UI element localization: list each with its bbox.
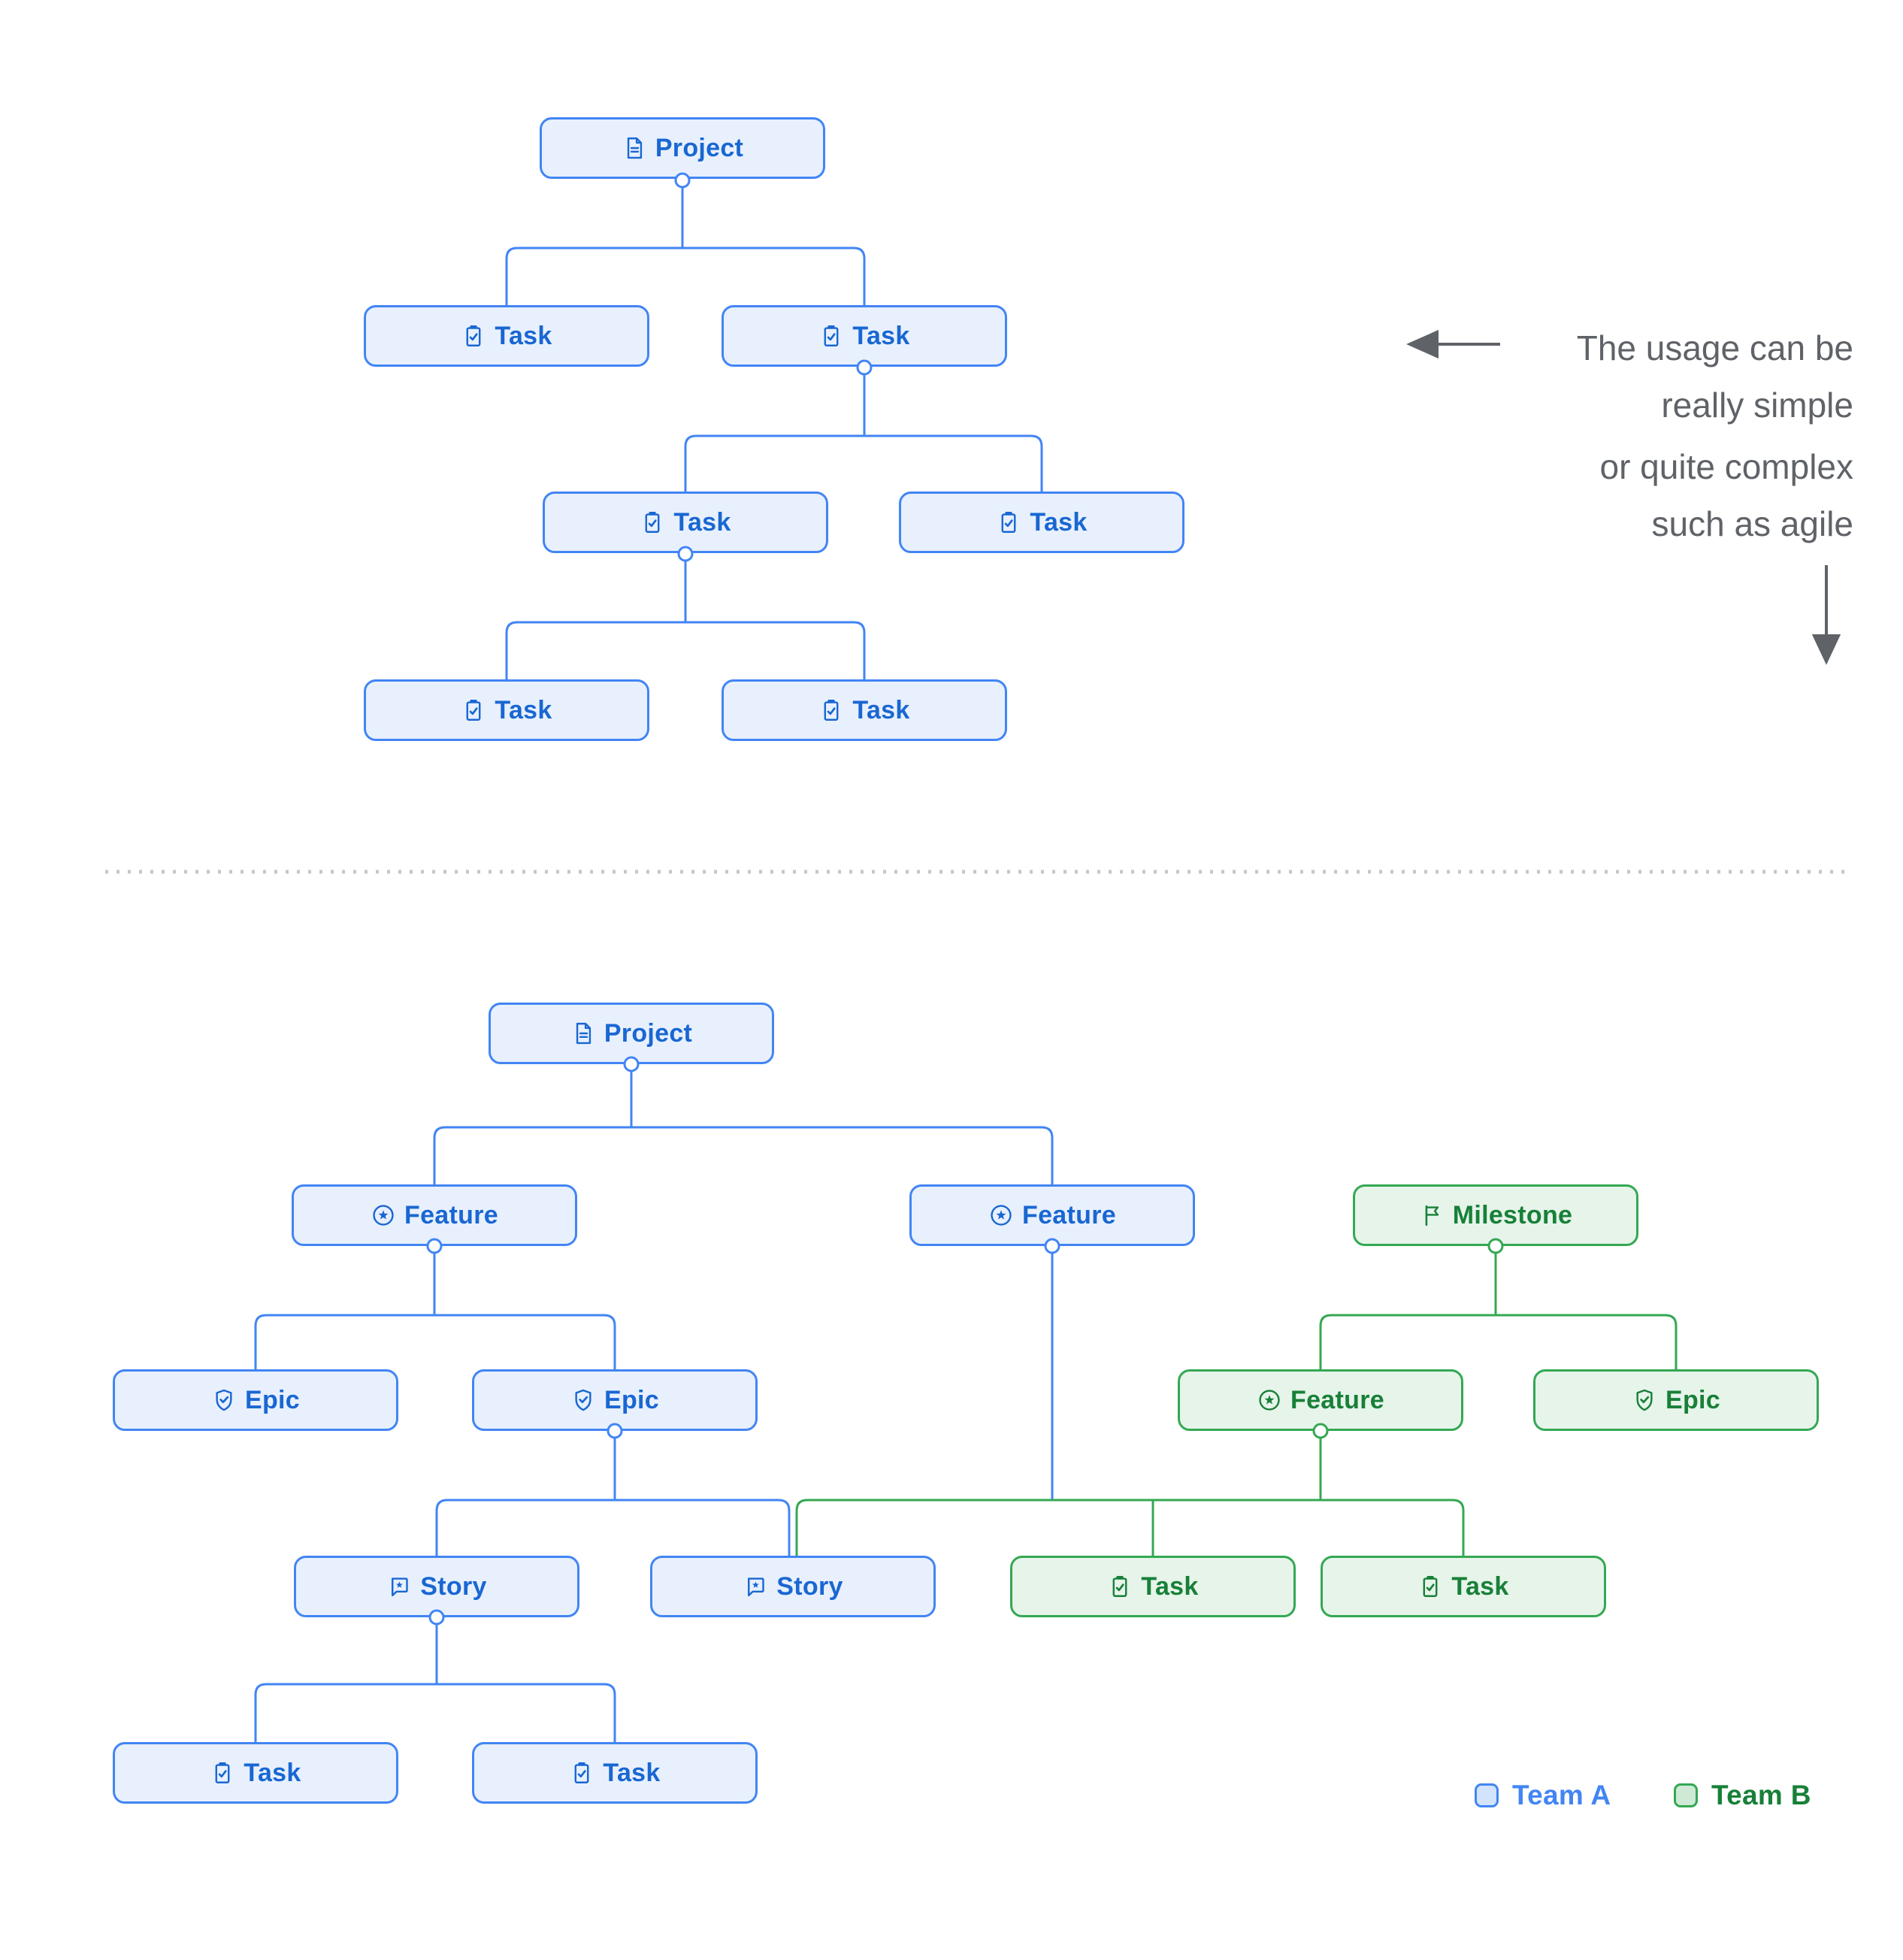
node-epic[interactable]: Epic	[1533, 1369, 1819, 1431]
node-feature[interactable]: Feature	[909, 1184, 1195, 1246]
node-label: Feature	[1290, 1385, 1384, 1414]
node-label: Task	[1030, 507, 1088, 537]
feature-icon	[371, 1202, 396, 1228]
node-label: Project	[655, 133, 744, 162]
node-label: Task	[852, 321, 910, 350]
arrow-left-head	[1406, 329, 1439, 359]
connector	[433, 1126, 1054, 1184]
epic-icon	[211, 1387, 237, 1413]
node-label: Epic	[604, 1385, 659, 1414]
epic-icon	[570, 1387, 596, 1413]
node-story[interactable]: Story	[650, 1556, 936, 1617]
node-epic[interactable]: Epic	[472, 1369, 758, 1431]
node-feature[interactable]: Feature	[1178, 1369, 1463, 1431]
epic-icon	[1632, 1387, 1657, 1413]
arrow-down-head	[1811, 634, 1841, 665]
feature-icon	[1257, 1387, 1282, 1413]
node-label: Task	[244, 1758, 301, 1787]
node-label: Epic	[244, 1385, 300, 1414]
node-label: Task	[603, 1758, 661, 1787]
node-label: Epic	[1665, 1385, 1720, 1414]
node-label: Feature	[404, 1200, 498, 1230]
task-icon	[569, 1760, 594, 1786]
task-icon	[461, 323, 486, 349]
feature-icon	[988, 1202, 1014, 1228]
legend-team-a: Team A	[1475, 1780, 1611, 1811]
node-task[interactable]: Task	[1321, 1556, 1606, 1617]
task-icon	[640, 510, 665, 535]
node-task[interactable]: Task	[472, 1742, 758, 1804]
node-task[interactable]: Task	[364, 305, 649, 367]
node-task[interactable]: Task	[1010, 1556, 1296, 1617]
node-label: Milestone	[1452, 1200, 1573, 1230]
annotation-line: really simple	[1661, 386, 1853, 425]
team-b-swatch	[1674, 1783, 1698, 1807]
node-task[interactable]: Task	[722, 305, 1007, 367]
node-task[interactable]: Task	[543, 492, 828, 553]
node-label: Feature	[1022, 1200, 1116, 1230]
node-label: Task	[495, 321, 552, 350]
annotation-line: or quite complex	[1599, 447, 1854, 486]
annotation-line: The usage can be	[1576, 328, 1853, 368]
node-epic[interactable]: Epic	[113, 1369, 398, 1431]
connectors-tree-simple	[505, 185, 1043, 679]
document-icon	[622, 135, 647, 161]
node-label: Task	[852, 695, 910, 724]
task-icon	[210, 1760, 235, 1786]
node-milestone[interactable]: Milestone	[1353, 1184, 1638, 1246]
node-task[interactable]: Task	[899, 492, 1184, 553]
task-icon	[1107, 1574, 1133, 1599]
annotation-line: such as agile	[1651, 504, 1854, 543]
connector	[254, 1683, 616, 1742]
document-icon	[570, 1021, 596, 1046]
connector	[795, 1499, 1465, 1556]
node-task[interactable]: Task	[722, 679, 1007, 741]
node-task[interactable]: Task	[364, 679, 649, 741]
annotation-complex: or quite complex such as agile	[1600, 438, 1854, 552]
node-label: Story	[776, 1571, 843, 1601]
node-label: Task	[1141, 1571, 1199, 1601]
story-icon	[386, 1574, 412, 1599]
node-label: Task	[495, 695, 552, 724]
node-task[interactable]: Task	[113, 1742, 398, 1804]
node-project[interactable]: Project	[540, 117, 825, 179]
connector	[684, 434, 1043, 492]
connector	[254, 1314, 616, 1369]
task-icon	[1417, 1574, 1443, 1599]
connector	[435, 1499, 791, 1556]
team-b-label: Team B	[1711, 1780, 1811, 1810]
task-icon	[996, 510, 1021, 535]
annotation-simple: The usage can be really simple	[1577, 319, 1853, 434]
task-icon	[818, 323, 844, 349]
node-label: Task	[1451, 1571, 1509, 1601]
node-label: Task	[673, 507, 731, 537]
task-icon	[461, 697, 486, 723]
connector-dots-tree-complex	[426, 1056, 1504, 1626]
node-label: Project	[604, 1018, 693, 1048]
node-story[interactable]: Story	[294, 1556, 579, 1617]
node-project[interactable]: Project	[489, 1003, 774, 1064]
team-a-swatch	[1475, 1783, 1499, 1807]
story-icon	[743, 1574, 768, 1599]
task-icon	[818, 697, 844, 723]
connector	[505, 247, 866, 305]
node-feature[interactable]: Feature	[292, 1184, 577, 1246]
connector	[1319, 1314, 1678, 1369]
node-label: Story	[420, 1571, 487, 1601]
connector	[505, 621, 866, 679]
milestone-icon	[1419, 1202, 1445, 1228]
team-a-label: Team A	[1512, 1780, 1611, 1810]
legend-team-b: Team B	[1674, 1780, 1811, 1811]
